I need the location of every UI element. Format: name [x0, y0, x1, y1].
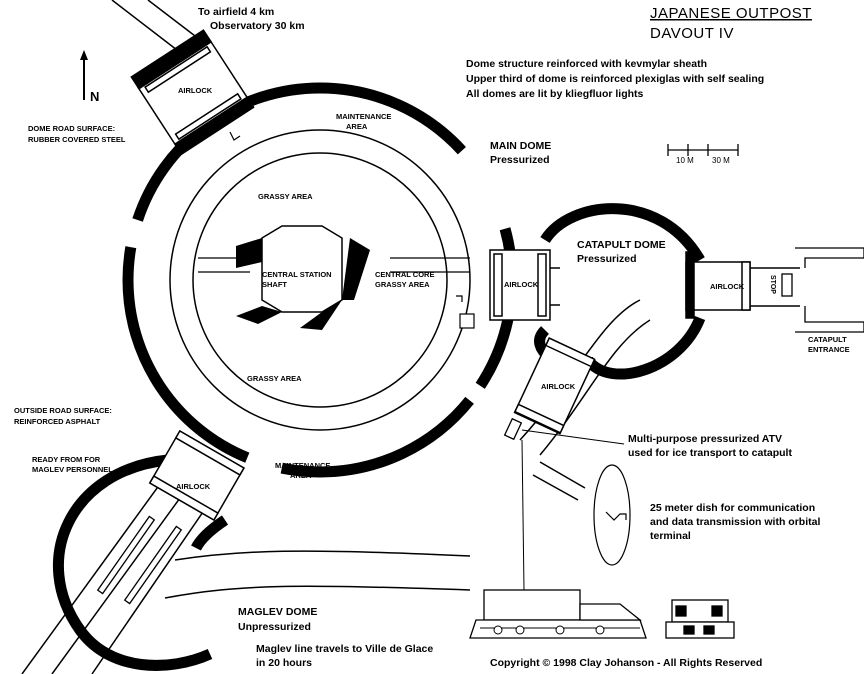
outside-road-note-1: OUTSIDE ROAD SURFACE: — [14, 406, 112, 415]
dish-note-line-2: and data transmission with orbital — [650, 516, 820, 528]
note-line-3: All domes are lit by kliegfluor lights — [466, 88, 644, 100]
communication-dish — [593, 464, 631, 566]
central-core-label-2: GRASSY AREA — [375, 280, 430, 289]
maintenance-top-label-1: MAINTENANCE — [336, 112, 391, 121]
scale-label-30m: 30 M — [712, 156, 730, 165]
north-label: N — [90, 89, 99, 104]
ready-note-2: MAGLEV PERSONNEL — [32, 465, 113, 474]
directions-line-2: Observatory 30 km — [210, 20, 305, 32]
atv-note-line-2: used for ice transport to catapult — [628, 447, 792, 459]
maintenance-bottom-label-2: AREA — [290, 471, 312, 480]
dish-note-line-3: terminal — [650, 530, 691, 542]
airlock-east — [489, 249, 551, 321]
title-line-2: DAVOUT IV — [650, 25, 734, 42]
airlock-north-label: AIRLOCK — [178, 86, 213, 95]
catapult-dome-status: Pressurized — [577, 253, 637, 265]
airlock-catapult-label: AIRLOCK — [710, 282, 745, 291]
maglev-dome-status: Unpressurized — [238, 621, 311, 633]
grassy-area-bottom-label: GRASSY AREA — [247, 374, 302, 383]
atv-note-line-1: Multi-purpose pressurized ATV — [628, 433, 782, 445]
airlock-southwest-label: AIRLOCK — [176, 482, 211, 491]
central-station-label-1: CENTRAL STATION — [262, 270, 332, 279]
catapult-dome-name: CATAPULT DOME — [577, 239, 666, 251]
note-line-2: Upper third of dome is reinforced plexig… — [466, 73, 764, 85]
airlock-east-label: AIRLOCK — [504, 280, 539, 289]
maglev-note-line-1: Maglev line travels to Ville de Glace — [256, 643, 433, 655]
maintenance-top-label-2: AREA — [346, 122, 368, 131]
outside-road-note-2: REINFORCED ASPHALT — [14, 417, 101, 426]
north-arrow-icon — [80, 50, 88, 100]
airlocks — [130, 29, 751, 522]
title-line-1: JAPANESE OUTPOST — [650, 5, 812, 22]
catapult-entrance-label-2: ENTRANCE — [808, 345, 850, 354]
catapult-entrance — [781, 247, 864, 333]
directions-line-1: To airfield 4 km — [198, 6, 274, 18]
airlock-southeast-label: AIRLOCK — [541, 382, 576, 391]
airlock-southeast — [513, 337, 596, 435]
dome-road-note-1: DOME ROAD SURFACE: — [28, 124, 115, 133]
airlock-north — [130, 29, 255, 156]
dish-note-line-1: 25 meter dish for communication — [650, 502, 815, 514]
central-core-label-1: CENTRAL CORE — [375, 270, 434, 279]
scale-label-10m: 10 M — [676, 156, 694, 165]
atv-side-view-icon — [469, 589, 647, 639]
copyright-text: Copyright © 1998 Clay Johanson - All Rig… — [490, 657, 762, 669]
scale-bar — [667, 144, 739, 156]
maglev-dome — [52, 454, 229, 671]
airlock-southwest — [148, 429, 245, 522]
maintenance-bottom-label-1: MAINTENANCE — [275, 461, 330, 470]
ready-note-1: READY FROM FOR — [32, 455, 101, 464]
maglev-dome-name: MAGLEV DOME — [238, 606, 317, 618]
atv-front-view-icon — [665, 599, 735, 639]
central-station-label-2: SHAFT — [262, 280, 287, 289]
note-line-1: Dome structure reinforced with kevmylar … — [466, 58, 707, 70]
catapult-entrance-label-1: CATAPULT — [808, 335, 847, 344]
main-dome-name: MAIN DOME — [490, 140, 551, 152]
grassy-area-top-label: GRASSY AREA — [258, 192, 313, 201]
central-station-shaft — [261, 225, 343, 313]
airlock-catapult — [685, 251, 751, 319]
dome-road-note-2: RUBBER COVERED STEEL — [28, 135, 126, 144]
main-dome-status: Pressurized — [490, 154, 550, 166]
maglev-note-line-2: in 20 hours — [256, 657, 312, 669]
stop-label: STOP — [769, 275, 776, 294]
